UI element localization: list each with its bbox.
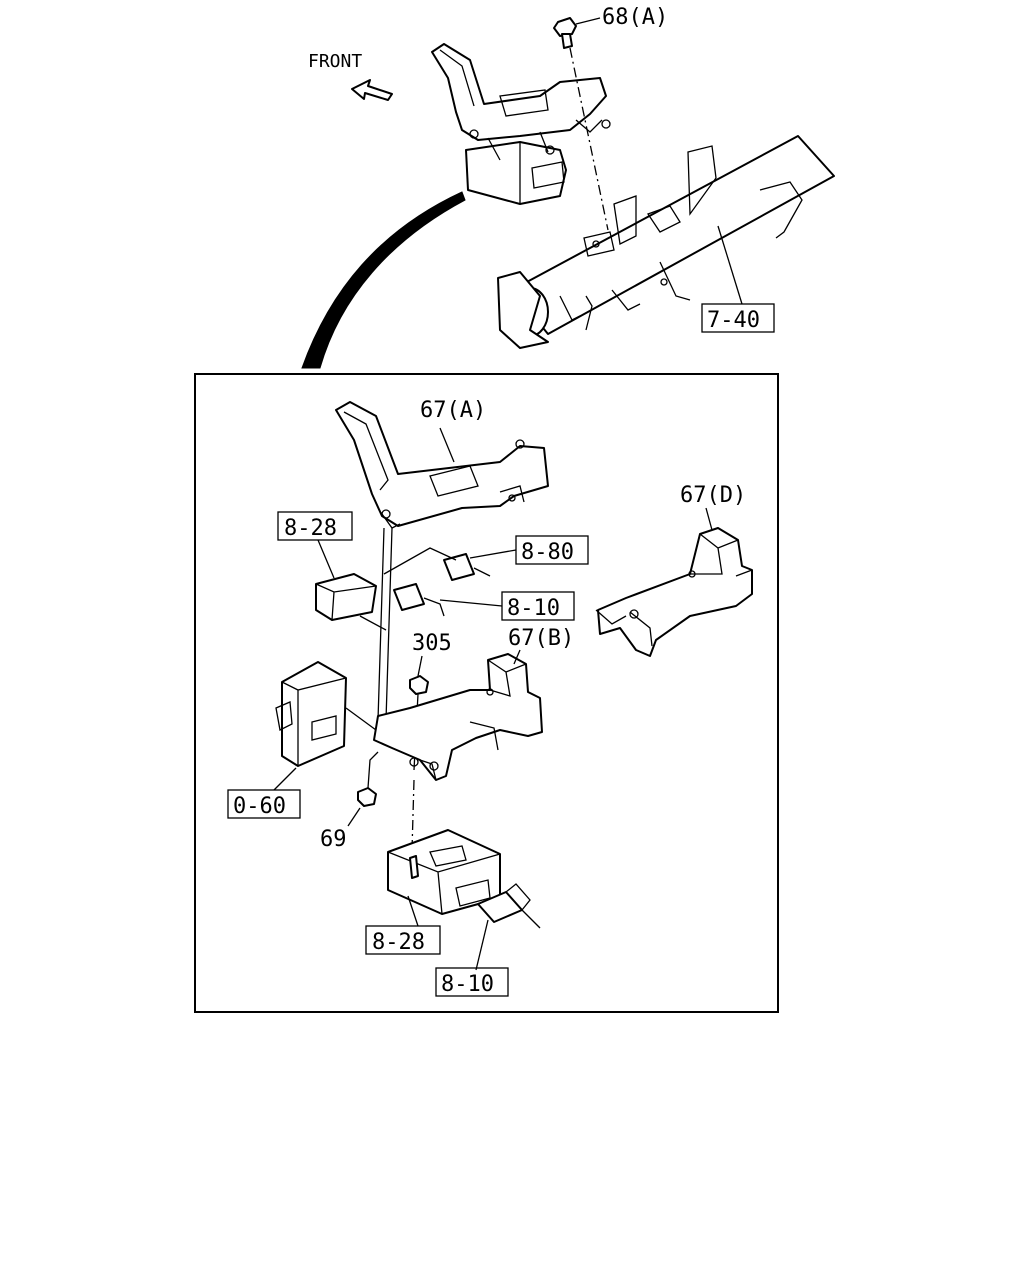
callout-305: 305: [412, 631, 452, 656]
connector-8-80: 8-80: [443, 535, 589, 581]
bracket-67a: 67(A): [335, 398, 549, 529]
front-arrow-icon: [351, 79, 393, 101]
callout-8-28-lower: 8-28: [372, 930, 425, 955]
module-8-28-upper: 8-28: [277, 511, 387, 631]
callout-67d: 67(D): [680, 483, 746, 508]
callout-8-80: 8-80: [521, 540, 574, 565]
module-8-28-lower: 8-28: [365, 779, 501, 955]
callout-69: 69: [320, 827, 347, 852]
upper-bracket-assembly: [431, 43, 611, 205]
front-label: FRONT: [308, 51, 362, 72]
callout-8-10-lower: 8-10: [441, 972, 494, 997]
bolt-68a: 68(A): [553, 5, 668, 231]
callout-67a: 67(A): [420, 398, 486, 423]
callout-8-28-upper: 8-28: [284, 516, 337, 541]
assembly-link-curve: [301, 191, 466, 369]
connector-8-10-upper: 8-10: [383, 547, 575, 621]
bracket-67d: 67(D): [595, 483, 753, 657]
callout-68a: 68(A): [602, 5, 668, 30]
bracket-67b: 67(B): [373, 626, 574, 781]
control-unit-0-60: 0-60: [227, 661, 377, 819]
callout-0-60: 0-60: [233, 794, 286, 819]
nut-69: 69: [320, 751, 379, 852]
front-direction-indicator: FRONT: [308, 51, 393, 101]
callout-7-40: 7-40: [707, 308, 760, 333]
connector-8-10-lower: 8-10: [435, 883, 541, 997]
callout-8-10-upper: 8-10: [507, 596, 560, 621]
nut-305: 305: [409, 631, 452, 771]
crossbar-beam: 7-40: [497, 135, 835, 349]
detail-inset-frame: [194, 373, 779, 1013]
callout-67b: 67(B): [508, 626, 574, 651]
